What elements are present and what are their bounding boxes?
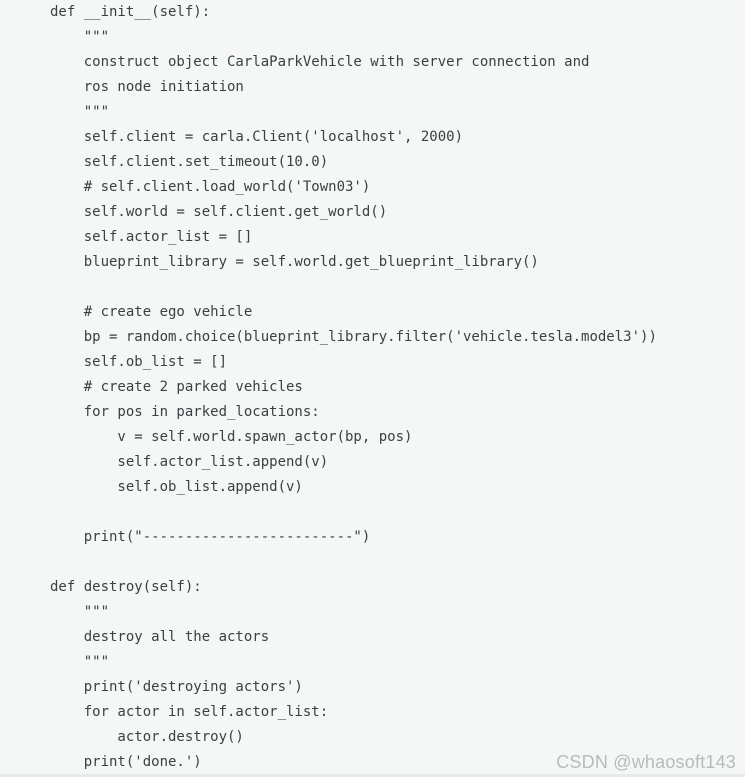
code-line bbox=[50, 275, 657, 300]
code-line bbox=[50, 500, 657, 525]
code-line: """ bbox=[50, 604, 110, 620]
code-line: destroy all the actors bbox=[50, 629, 270, 645]
code-line: print('done.') bbox=[50, 754, 202, 770]
code-line bbox=[50, 550, 657, 575]
code-line: self.actor_list = [] bbox=[50, 229, 253, 245]
code-line: for actor in self.actor_list: bbox=[50, 704, 329, 720]
code-line: def destroy(self): bbox=[50, 579, 202, 595]
code-line: """ bbox=[50, 29, 110, 45]
code-line: """ bbox=[50, 654, 110, 670]
code-line: # self.client.load_world('Town03') bbox=[50, 179, 371, 195]
code-line: self.actor_list.append(v) bbox=[50, 454, 329, 470]
code-block: def __init__(self): """ construct object… bbox=[50, 4, 657, 770]
code-line: blueprint_library = self.world.get_bluep… bbox=[50, 254, 539, 270]
code-line: construct object CarlaParkVehicle with s… bbox=[50, 54, 590, 70]
code-line: v = self.world.spawn_actor(bp, pos) bbox=[50, 429, 413, 445]
code-line: print('destroying actors') bbox=[50, 679, 303, 695]
code-line: self.world = self.client.get_world() bbox=[50, 204, 388, 220]
code-line: ros node initiation bbox=[50, 79, 244, 95]
bottom-edge-divider bbox=[0, 774, 745, 777]
code-line: for pos in parked_locations: bbox=[50, 404, 320, 420]
code-line: self.client = carla.Client('localhost', … bbox=[50, 129, 464, 145]
code-line: self.client.set_timeout(10.0) bbox=[50, 154, 329, 170]
code-line: # create ego vehicle bbox=[50, 304, 253, 320]
code-line: # create 2 parked vehicles bbox=[50, 379, 303, 395]
code-line: """ bbox=[50, 104, 110, 120]
code-line: self.ob_list = [] bbox=[50, 354, 228, 370]
code-line: bp = random.choice(blueprint_library.fil… bbox=[50, 329, 657, 345]
code-line: actor.destroy() bbox=[50, 729, 244, 745]
watermark: CSDN @whaosoft143 bbox=[556, 752, 736, 772]
code-line: self.ob_list.append(v) bbox=[50, 479, 303, 495]
code-line: def __init__(self): bbox=[50, 4, 211, 20]
code-line: print("-------------------------") bbox=[50, 529, 371, 545]
